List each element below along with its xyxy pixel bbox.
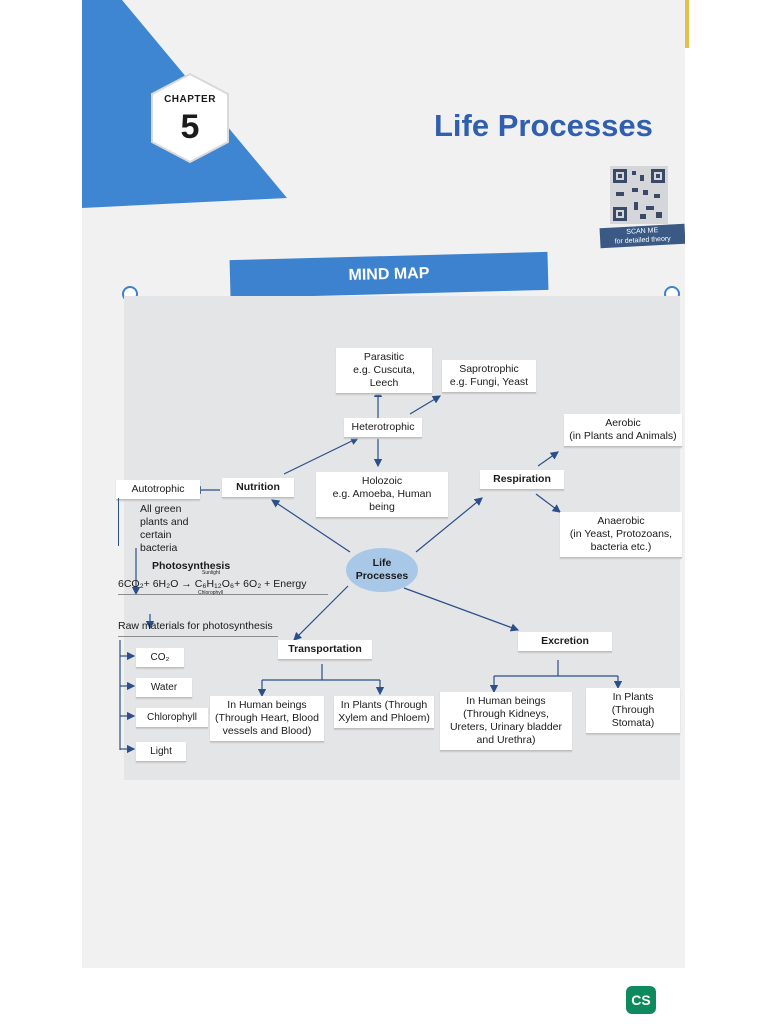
page-edge-strip-right (683, 0, 689, 48)
saprotrophic-example: e.g. Fungi, Yeast (449, 376, 529, 388)
heterotrophic-box: Heterotrophic (344, 418, 422, 438)
photosynthesis-label: Photosynthesis (152, 560, 231, 572)
qr-code[interactable] (610, 166, 668, 224)
autotrophic-label: Autotrophic (131, 483, 185, 495)
raw-item-water: Water (136, 678, 192, 698)
transportation-label: Transportation (288, 643, 362, 655)
excretion-human-box: In Human beings (Through Kidneys, Ureter… (440, 692, 572, 751)
raw-item-light: Light (136, 742, 186, 762)
heterotrophic-label: Heterotrophic (351, 421, 415, 433)
aerobic-label: Aerobic (605, 417, 641, 429)
camscanner-badge: CS (626, 986, 656, 1014)
respiration-label: Respiration (493, 473, 551, 485)
excretion-human-label: In Human beings (Through Kidneys, Ureter… (449, 695, 563, 746)
nutrition-label: Nutrition (236, 481, 280, 493)
holozoic-box: Holozoic e.g. Amoeba, Human being (316, 472, 448, 518)
book-page: CHAPTER 5 Life Processes SCAN ME for det… (82, 0, 685, 968)
autotrophic-bracket (118, 498, 139, 546)
parasitic-box: Parasitic e.g. Cuscuta, Leech (336, 348, 432, 394)
chapter-hexagon (151, 72, 229, 164)
nutrition-box: Nutrition (222, 478, 294, 498)
saprotrophic-label: Saprotrophic (459, 363, 519, 375)
anaerobic-example: (in Yeast, Protozoans, bacteria etc.) (569, 528, 673, 553)
parasitic-label: Parasitic (363, 351, 405, 363)
raw-item-co2: CO₂ (136, 648, 184, 668)
excretion-box: Excretion (518, 632, 612, 652)
holozoic-label: Holozoic (361, 475, 403, 487)
raw-item-chlorophyll: Chlorophyll (136, 708, 208, 728)
equation-condition-bottom: Chlorophyll (198, 590, 224, 596)
autotrophic-description: All green plants and certain bacteria (140, 503, 189, 554)
excretion-plants-label: In Plants (Through Stomata) (611, 691, 655, 729)
aerobic-example: (in Plants and Animals) (569, 430, 677, 442)
chapter-label: CHAPTER (164, 94, 216, 105)
chapter-number: 5 (180, 108, 200, 146)
parasitic-example: e.g. Cuscuta, Leech (353, 364, 415, 389)
excretion-plants-box: In Plants (Through Stomata) (586, 688, 680, 734)
transport-human-box: In Human beings (Through Heart, Blood ve… (210, 696, 324, 742)
aerobic-box: Aerobic (in Plants and Animals) (564, 414, 682, 447)
transport-plants-label: In Plants (Through Xylem and Phloem) (338, 699, 430, 724)
saprotrophic-box: Saprotrophic e.g. Fungi, Yeast (442, 360, 536, 393)
transportation-box: Transportation (278, 640, 372, 660)
anaerobic-label: Anaerobic (597, 515, 645, 527)
life-processes-center: Life Processes (346, 548, 418, 592)
excretion-label: Excretion (541, 635, 589, 647)
equation-condition-top: Sunlight (202, 570, 221, 576)
respiration-box: Respiration (480, 470, 564, 490)
life-processes-label: Life Processes (355, 557, 409, 582)
page-title: Life Processes (434, 108, 653, 143)
transport-human-label: In Human beings (Through Heart, Blood ve… (215, 699, 319, 737)
transport-plants-box: In Plants (Through Xylem and Phloem) (334, 696, 434, 729)
holozoic-example: e.g. Amoeba, Human being (332, 488, 432, 513)
photosynthesis-equation: 6CO₂+ 6H₂O → C₆H₁₂O₆+ 6O₂ + Energy (118, 578, 328, 595)
raw-materials-label: Raw materials for photosynthesis (118, 620, 278, 637)
autotrophic-box: Autotrophic (116, 480, 200, 500)
anaerobic-box: Anaerobic (in Yeast, Protozoans, bacteri… (560, 512, 682, 558)
